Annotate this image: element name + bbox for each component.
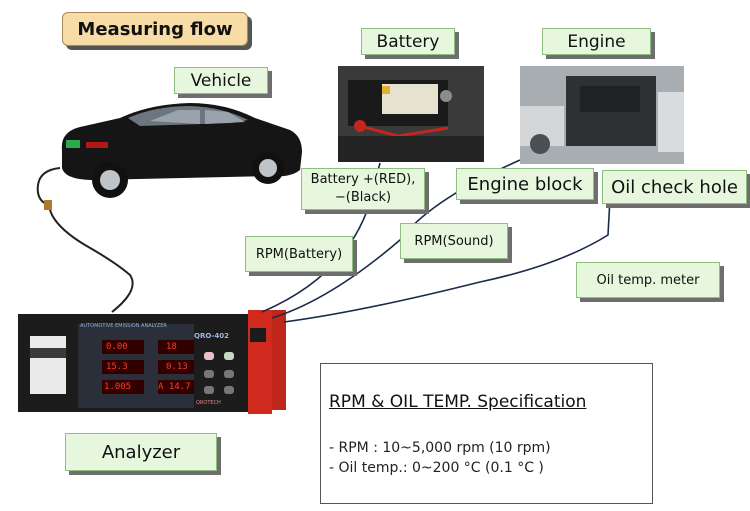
readout-hc: 18 bbox=[166, 342, 177, 352]
engine-block-label: Engine block bbox=[456, 168, 594, 200]
analyzer-panel-title: AUTOMOTIVE EMISSION ANALYZER bbox=[80, 323, 167, 329]
spec-title: RPM & OIL TEMP. Specification bbox=[329, 392, 587, 412]
spec-rpm: - RPM : 10~5,000 rpm (10 rpm) bbox=[329, 440, 551, 456]
readout-o2: 0.13 bbox=[166, 362, 188, 372]
analyzer-device: AUTOMOTIVE EMISSION ANALYZER QRO-402 QRO… bbox=[18, 308, 288, 414]
spec-box: RPM & OIL TEMP. Specification - RPM : 10… bbox=[320, 363, 653, 504]
rpm-sound-label: RPM(Sound) bbox=[400, 223, 508, 259]
battery-terminal-label: Battery +(RED), −(Black) bbox=[301, 168, 425, 210]
oil-check-hole-label: Oil check hole bbox=[602, 170, 747, 204]
battery-terminal-line1: Battery +(RED), bbox=[310, 172, 416, 187]
diagram-title: Measuring flow bbox=[62, 12, 248, 46]
battery-image bbox=[338, 66, 484, 162]
readout-co: 0.00 bbox=[106, 342, 128, 352]
spec-oil-temp: - Oil temp.: 0~200 °C (0.1 °C ) bbox=[329, 460, 544, 476]
analyzer-model: QRO-402 bbox=[194, 332, 229, 340]
rpm-battery-label: RPM(Battery) bbox=[245, 236, 353, 272]
readout-co2: 15.3 bbox=[106, 362, 128, 372]
readout-lambda: 1.005 bbox=[104, 382, 132, 392]
analyzer-brand: QROTECH bbox=[196, 400, 221, 406]
readout-afr: A 14.7 bbox=[158, 382, 191, 392]
analyzer-label: Analyzer bbox=[65, 433, 217, 471]
engine-label: Engine bbox=[542, 28, 651, 55]
vehicle-label: Vehicle bbox=[174, 67, 268, 94]
engine-image bbox=[520, 66, 684, 164]
battery-label: Battery bbox=[361, 28, 455, 55]
battery-terminal-line2: −(Black) bbox=[334, 190, 392, 205]
oil-temp-meter-label: Oil temp. meter bbox=[576, 262, 720, 298]
